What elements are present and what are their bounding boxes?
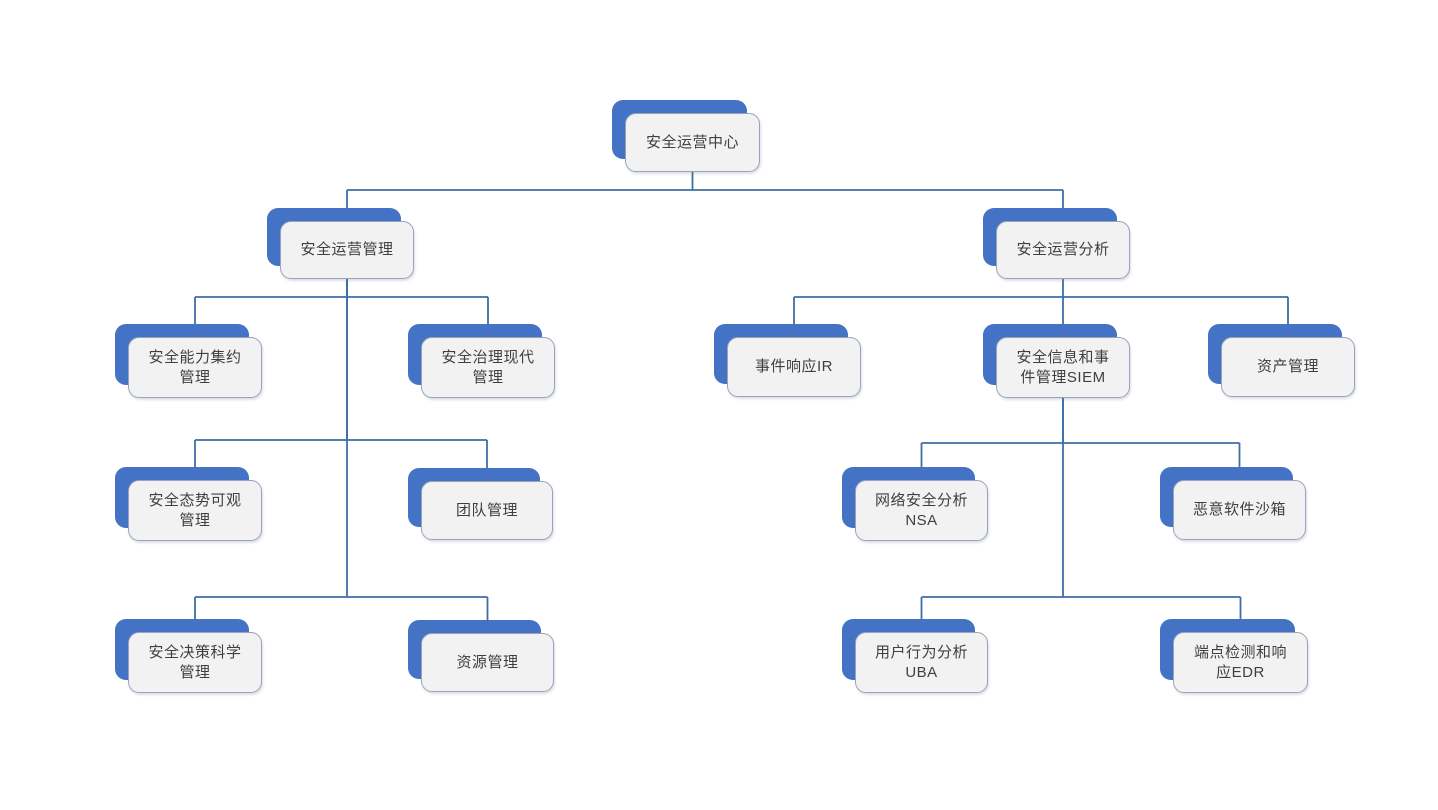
node-label: 团队管理: [455, 501, 518, 519]
org-node-ops_analysis: 安全运营分析: [983, 208, 1130, 279]
org-node-governance: 安全治理现代 管理: [408, 324, 555, 398]
node-box: 安全治理现代 管理: [421, 337, 555, 398]
node-label: 资源管理: [456, 653, 519, 671]
org-node-edr: 端点检测和响 应EDR: [1160, 619, 1308, 693]
org-node-team: 团队管理: [408, 468, 553, 540]
node-box: 团队管理: [421, 481, 553, 540]
node-box: 资源管理: [421, 633, 554, 692]
node-label: 安全信息和事 件管理SIEM: [1016, 349, 1110, 386]
org-node-nsa: 网络安全分析 NSA: [842, 467, 988, 541]
node-box: 安全运营管理: [280, 221, 414, 279]
org-node-capability: 安全能力集约 管理: [115, 324, 262, 398]
node-label: 安全运营分析: [1016, 241, 1110, 259]
node-box: 安全能力集约 管理: [128, 337, 262, 398]
org-node-ir: 事件响应IR: [714, 324, 861, 397]
node-label: 恶意软件沙箱: [1192, 501, 1286, 519]
node-label: 安全治理现代 管理: [441, 349, 535, 386]
node-box: 安全态势可观 管理: [128, 480, 262, 541]
node-label: 端点检测和响 应EDR: [1193, 644, 1287, 681]
node-label: 安全态势可观 管理: [148, 492, 242, 529]
node-label: 用户行为分析 UBA: [874, 644, 968, 681]
node-box: 事件响应IR: [727, 337, 861, 397]
org-node-resource: 资源管理: [408, 620, 554, 692]
org-node-uba: 用户行为分析 UBA: [842, 619, 988, 693]
org-node-decision: 安全决策科学 管理: [115, 619, 262, 693]
org-node-ops_mgmt: 安全运营管理: [267, 208, 414, 279]
node-label: 事件响应IR: [754, 358, 833, 376]
org-node-sandbox: 恶意软件沙箱: [1160, 467, 1306, 540]
node-label: 资产管理: [1256, 358, 1319, 376]
org-node-siem: 安全信息和事 件管理SIEM: [983, 324, 1130, 398]
node-box: 安全信息和事 件管理SIEM: [996, 337, 1130, 398]
org-node-posture: 安全态势可观 管理: [115, 467, 262, 541]
org-node-asset: 资产管理: [1208, 324, 1355, 397]
node-box: 安全决策科学 管理: [128, 632, 262, 693]
org-node-soc: 安全运营中心: [612, 100, 760, 172]
node-box: 网络安全分析 NSA: [855, 480, 988, 541]
node-label: 安全决策科学 管理: [148, 644, 242, 681]
node-box: 端点检测和响 应EDR: [1173, 632, 1308, 693]
node-box: 用户行为分析 UBA: [855, 632, 988, 693]
node-box: 安全运营中心: [625, 113, 760, 172]
node-label: 安全运营管理: [300, 241, 394, 259]
node-box: 资产管理: [1221, 337, 1355, 397]
node-label: 安全能力集约 管理: [148, 349, 242, 386]
node-label: 网络安全分析 NSA: [874, 492, 968, 529]
node-box: 恶意软件沙箱: [1173, 480, 1306, 540]
node-label: 安全运营中心: [645, 133, 739, 151]
node-box: 安全运营分析: [996, 221, 1130, 279]
